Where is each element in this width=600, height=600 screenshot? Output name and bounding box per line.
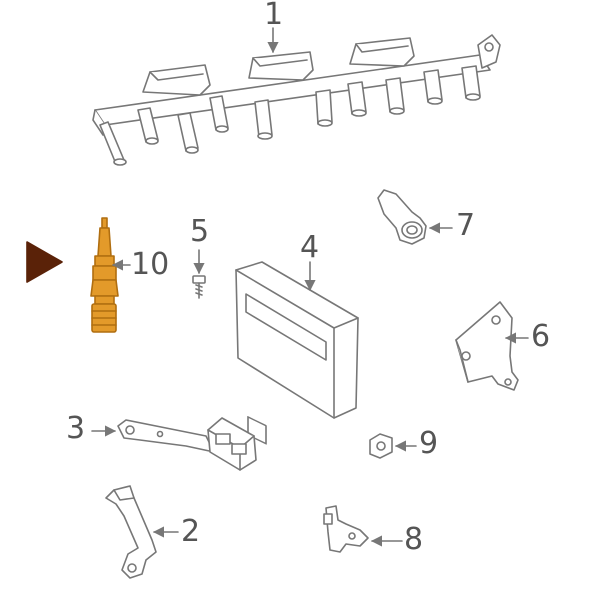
spark-plug-icon[interactable]: [90, 217, 119, 333]
callout-number-8: 8: [404, 522, 424, 557]
ignition-coil-rail-icon[interactable]: [92, 34, 501, 166]
callout-number-5: 5: [190, 214, 210, 249]
callout-number-6: 6: [531, 319, 551, 354]
bracket-icon[interactable]: [105, 485, 157, 579]
engine-control-module-icon[interactable]: [235, 261, 359, 445]
sensor-with-connector-icon[interactable]: [117, 417, 257, 471]
callout-number-9: 9: [419, 426, 439, 461]
bolt-icon[interactable]: [192, 275, 206, 299]
callout-number-7: 7: [456, 208, 476, 243]
nut-icon[interactable]: [369, 433, 393, 459]
callout-number-4: 4: [300, 230, 320, 265]
callout-number-3: 3: [66, 411, 86, 446]
callout-number-10: 10: [131, 247, 170, 282]
callout-number-1: 1: [264, 0, 284, 32]
crankshaft-sensor-icon[interactable]: [323, 505, 369, 553]
callout-number-2: 2: [181, 514, 201, 549]
selection-pointer-icon: [26, 241, 63, 283]
mounting-bracket-icon[interactable]: [455, 301, 519, 391]
sensor-icon[interactable]: [377, 189, 427, 245]
